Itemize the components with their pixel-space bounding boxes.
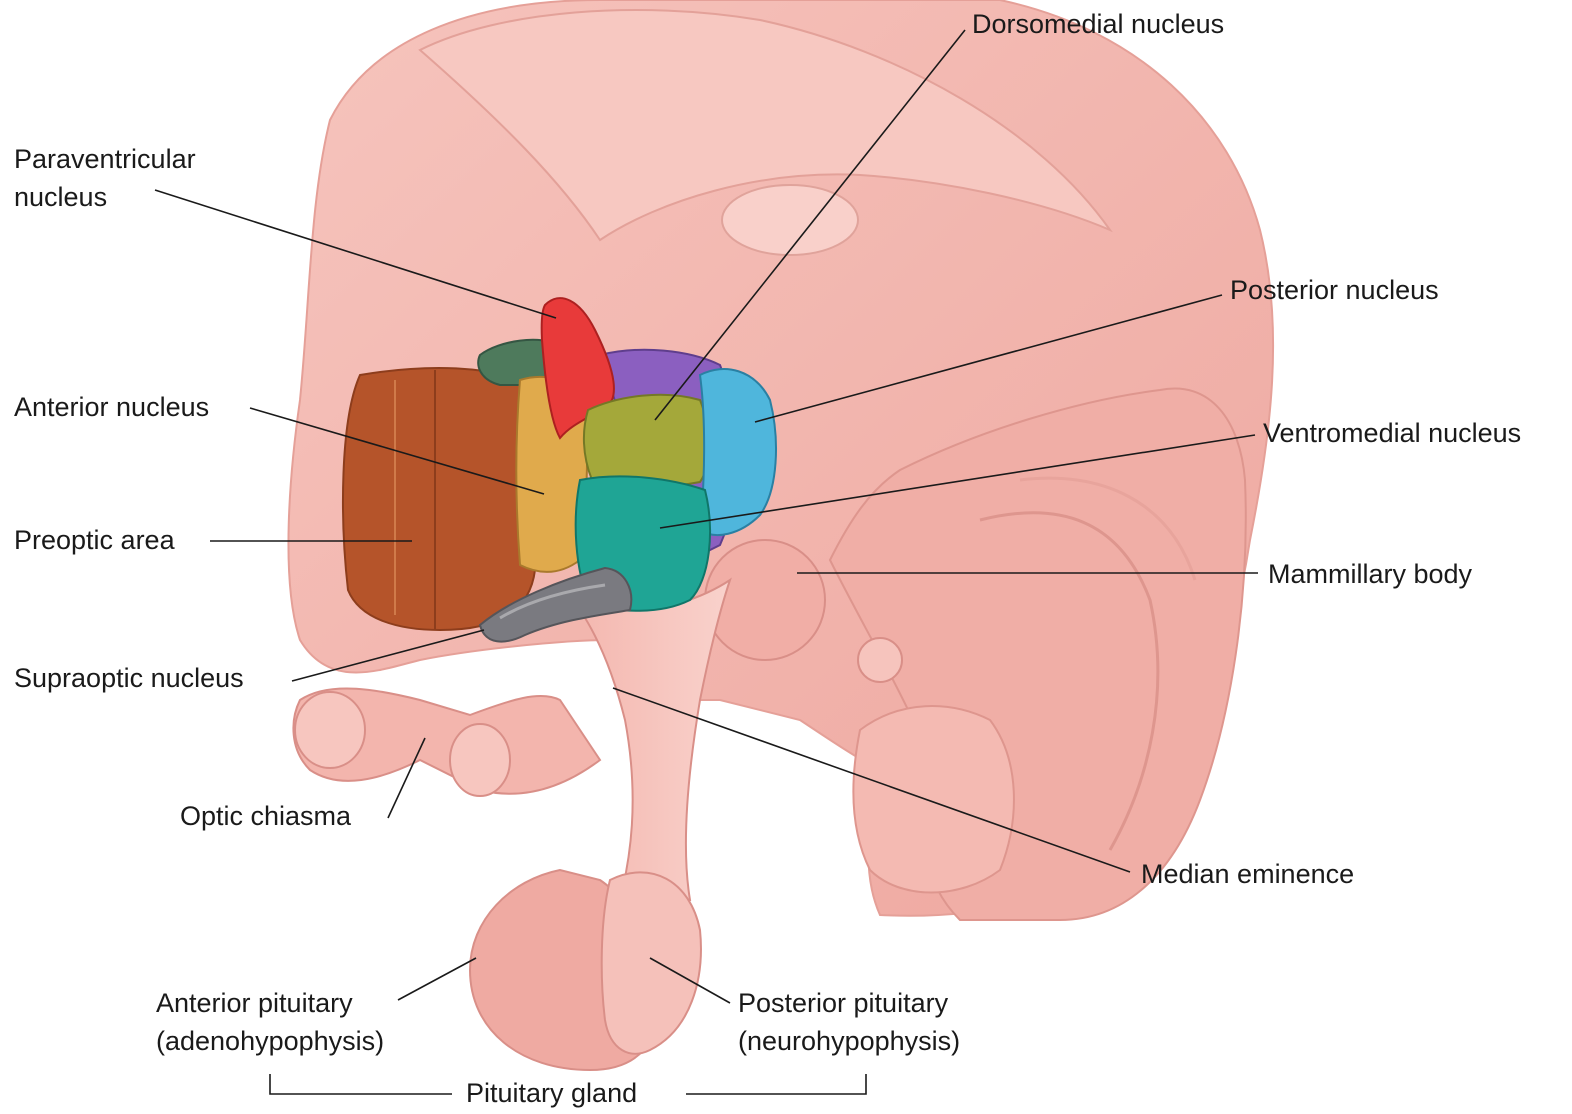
small-nub-shape bbox=[858, 638, 902, 682]
leader-anterior-pituitary bbox=[398, 958, 476, 1000]
preoptic-area-shape bbox=[343, 368, 537, 630]
optic-nerve-end-shape bbox=[295, 692, 365, 768]
label-dorsomedial-nucleus: Dorsomedial nucleus bbox=[972, 5, 1224, 43]
label-anterior-pituitary: Anterior pituitary (adenohypophysis) bbox=[156, 984, 384, 1060]
label-preoptic-area: Preoptic area bbox=[14, 521, 175, 559]
label-median-eminence: Median eminence bbox=[1141, 855, 1354, 893]
thalamic-adhesion-shape bbox=[722, 185, 858, 255]
posterior-pituitary-shape bbox=[602, 872, 701, 1053]
infundibulum-shape bbox=[580, 580, 730, 900]
label-mammillary-body: Mammillary body bbox=[1268, 555, 1472, 593]
pituitary-bracket-left bbox=[270, 1074, 452, 1094]
label-posterior-nucleus: Posterior nucleus bbox=[1230, 271, 1439, 309]
optic-nerve-end-shape bbox=[450, 724, 510, 796]
label-posterior-pituitary: Posterior pituitary (neurohypophysis) bbox=[738, 984, 960, 1060]
ventral-brainstem-shape bbox=[853, 706, 1014, 892]
label-pituitary-gland: Pituitary gland bbox=[466, 1074, 637, 1112]
label-paraventricular-nucleus: Paraventricular nucleus bbox=[14, 140, 196, 216]
label-anterior-nucleus: Anterior nucleus bbox=[14, 388, 209, 426]
label-optic-chiasma: Optic chiasma bbox=[180, 797, 351, 835]
label-supraoptic-nucleus: Supraoptic nucleus bbox=[14, 659, 244, 697]
label-ventromedial-nucleus: Ventromedial nucleus bbox=[1263, 414, 1521, 452]
pituitary-bracket-right bbox=[686, 1074, 866, 1094]
dorsomedial-nucleus-shape bbox=[584, 395, 709, 486]
